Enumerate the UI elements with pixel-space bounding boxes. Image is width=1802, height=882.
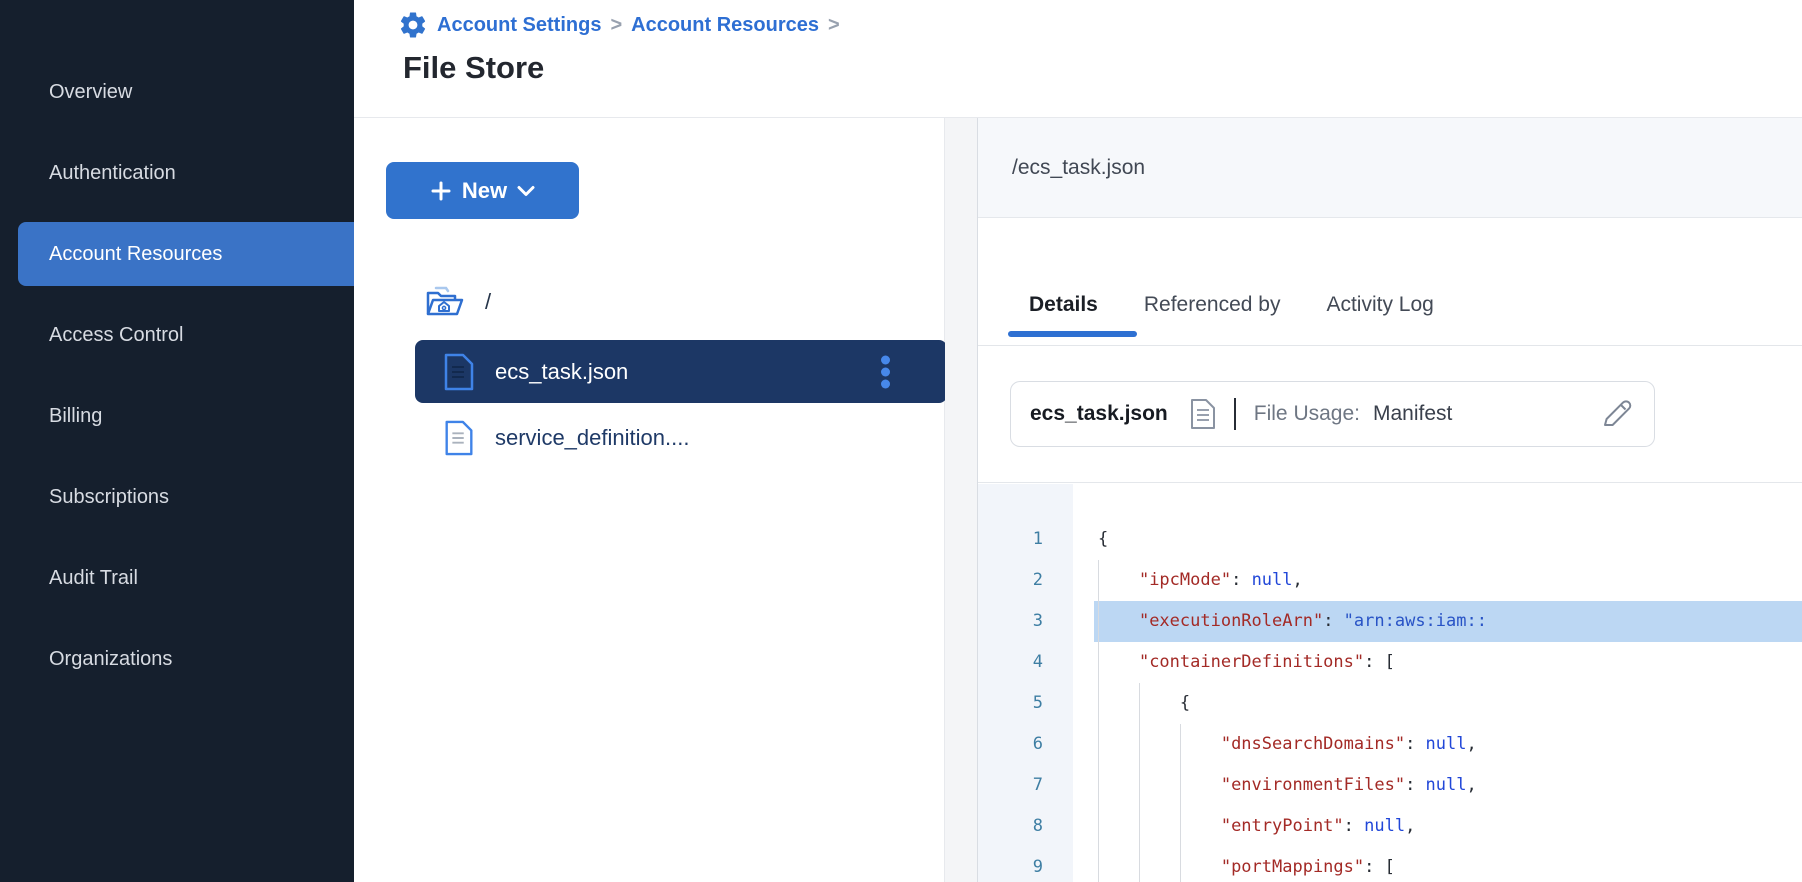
code-line: 1{ [978, 519, 1802, 560]
sidebar: Overview Authentication Account Resource… [0, 0, 354, 882]
kebab-menu-icon[interactable] [877, 351, 894, 392]
file-browser-panel: New / ecs_task.jso [354, 118, 947, 882]
file-path: /ecs_task.json [1012, 155, 1146, 179]
file-icon [444, 420, 474, 456]
edit-usage-button[interactable] [1597, 395, 1635, 433]
line-number: 9 [1032, 857, 1043, 877]
sidebar-item-audit-trail[interactable]: Audit Trail [49, 566, 138, 589]
new-button[interactable]: New [386, 162, 579, 219]
new-button-label: New [461, 177, 508, 203]
code-line-text: "portMappings": [ [1220, 857, 1395, 877]
file-icon [444, 353, 474, 391]
sidebar-item-subscriptions[interactable]: Subscriptions [49, 485, 170, 508]
breadcrumb-separator: > [827, 13, 840, 36]
file-name: ecs_task.json [495, 358, 629, 384]
indent-guide [1180, 724, 1181, 882]
tab-activity-log[interactable]: Activity Log [1326, 293, 1434, 316]
line-number: 2 [1032, 570, 1043, 590]
sidebar-item-account-resources[interactable]: Account Resources [18, 222, 354, 286]
file-detail-panel: /ecs_task.json Details Referenced by Act… [978, 118, 1802, 882]
code-line-text: "environmentFiles": null, [1220, 775, 1477, 795]
file-row-ecs-task[interactable]: ecs_task.json [415, 340, 947, 403]
line-number: 1 [1032, 529, 1043, 549]
breadcrumb: Account Settings > Account Resources > [398, 10, 840, 40]
root-folder-label: / [485, 289, 492, 314]
code-line-text: "ipcMode": null, [1138, 570, 1303, 590]
file-card-name: ecs_task.json [1030, 402, 1168, 425]
code-line: 3 "executionRoleArn": "arn:aws:iam:: [978, 601, 1802, 642]
tab-details[interactable]: Details [1029, 293, 1098, 316]
code-line-text: { [1098, 529, 1109, 549]
pencil-icon [1604, 400, 1632, 426]
line-number-gutter [978, 484, 1073, 882]
page-title: File Store [403, 50, 545, 85]
line-number: 7 [1032, 775, 1043, 795]
code-line-text: "containerDefinitions": [ [1138, 652, 1395, 672]
breadcrumb-separator: > [610, 13, 623, 36]
vertical-divider [1233, 398, 1236, 430]
sidebar-item-access-control[interactable]: Access Control [49, 323, 184, 346]
code-line: 8 "entryPoint": null, [978, 806, 1802, 847]
code-line-text: "executionRoleArn": "arn:aws:iam:: [1094, 601, 1802, 642]
active-tab-indicator [1008, 331, 1137, 337]
code-line-text: { [1179, 693, 1191, 713]
indent-guide [1098, 560, 1099, 882]
line-number: 4 [1032, 652, 1043, 672]
file-path-band: /ecs_task.json [978, 118, 1802, 218]
indent-guide [1139, 683, 1140, 882]
file-usage-label: File Usage: [1253, 402, 1360, 425]
home-folder-icon [425, 285, 465, 319]
code-line: 6 "dnsSearchDomains": null, [978, 724, 1802, 765]
sidebar-item-authentication[interactable]: Authentication [49, 161, 176, 184]
panel-divider-strip [945, 118, 978, 882]
line-number: 8 [1032, 816, 1043, 836]
plus-icon [431, 181, 451, 200]
code-line: 9 "portMappings": [ [978, 847, 1802, 882]
code-line-text: "entryPoint": null, [1220, 816, 1416, 836]
document-icon [1190, 398, 1216, 430]
file-usage-value: Manifest [1372, 402, 1453, 425]
sidebar-item-overview[interactable]: Overview [49, 80, 133, 103]
line-number: 5 [1032, 693, 1043, 713]
tab-referenced-by[interactable]: Referenced by [1143, 293, 1281, 316]
tabs-divider [978, 345, 1802, 346]
code-line: 7 "environmentFiles": null, [978, 765, 1802, 806]
gear-icon [398, 10, 428, 40]
page-header: Account Settings > Account Resources > F… [354, 0, 1802, 118]
code-lines: 1{2 "ipcMode": null,3 "executionRoleArn"… [978, 484, 1802, 882]
sidebar-item-billing[interactable]: Billing [49, 404, 103, 427]
code-line-text: "dnsSearchDomains": null, [1220, 734, 1477, 754]
line-number: 3 [1032, 611, 1043, 631]
root-folder-row[interactable]: / [425, 285, 491, 319]
sidebar-item-organizations[interactable]: Organizations [49, 647, 173, 670]
code-viewer: 1{2 "ipcMode": null,3 "executionRoleArn"… [978, 482, 1802, 882]
tab-bar: Details Referenced by Activity Log [1029, 293, 1434, 317]
file-name: service_definition.... [495, 425, 690, 450]
breadcrumb-link-account-resources[interactable]: Account Resources [631, 13, 819, 36]
code-line: 2 "ipcMode": null, [978, 560, 1802, 601]
code-line: 5 { [978, 683, 1802, 724]
file-row-service-definition[interactable]: service_definition.... [415, 408, 947, 468]
breadcrumb-link-account-settings[interactable]: Account Settings [437, 13, 602, 36]
chevron-down-icon [517, 185, 535, 196]
file-info-card: ecs_task.json File Usage: Manifest [1010, 381, 1655, 447]
line-number: 6 [1032, 734, 1043, 754]
code-line: 4 "containerDefinitions": [ [978, 642, 1802, 683]
